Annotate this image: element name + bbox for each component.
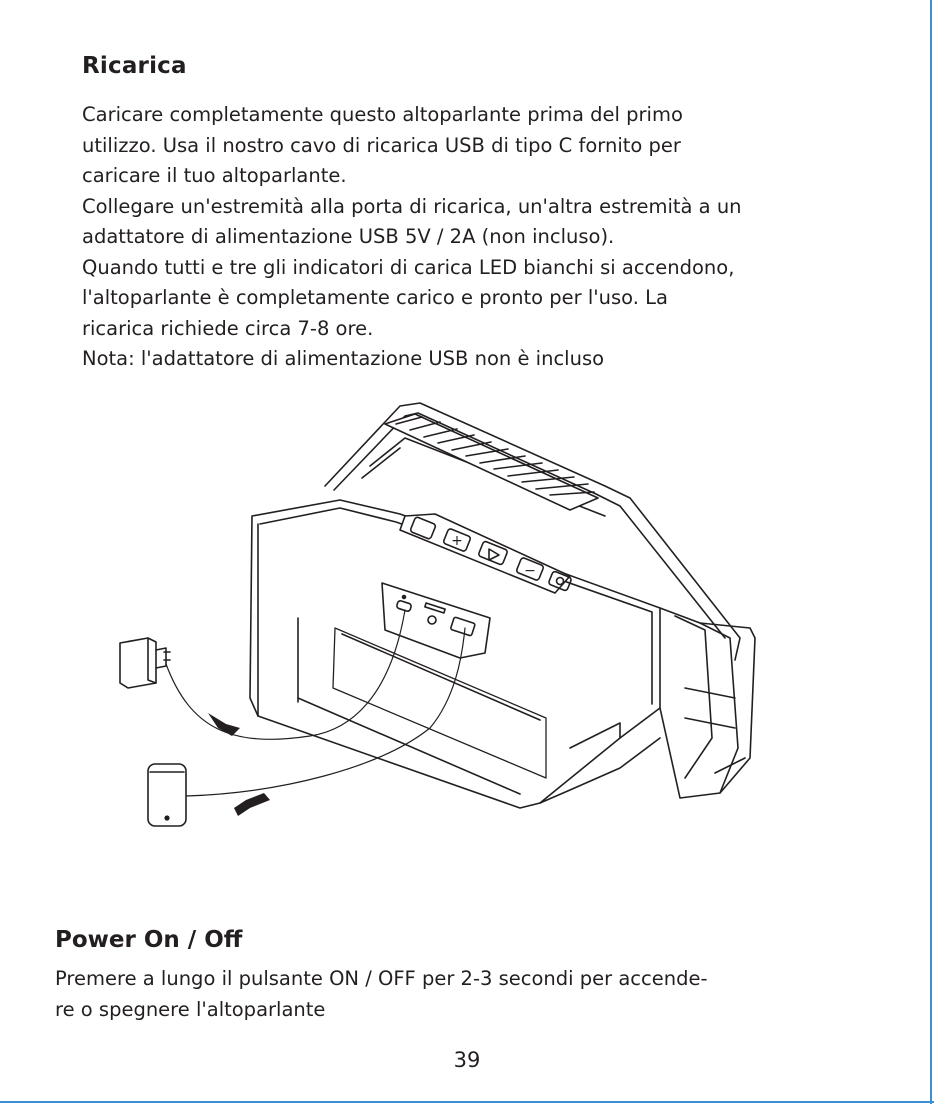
arrow-icons bbox=[208, 713, 270, 816]
power-adapter-icon bbox=[119, 637, 171, 689]
usb-a-port-icon bbox=[450, 616, 476, 637]
button-strip: + − bbox=[399, 513, 572, 594]
charging-illustration: + − bbox=[119, 402, 756, 827]
bluetooth-button-icon bbox=[409, 516, 437, 540]
play-icon bbox=[488, 548, 500, 561]
aux-port-icon bbox=[424, 602, 446, 614]
page-number: 39 bbox=[453, 1048, 481, 1072]
arrow-to-phone-icon bbox=[234, 793, 270, 816]
ricarica-paragraph: Caricare completamente questo altoparlan… bbox=[82, 100, 862, 375]
text-line: caricare il tuo altoparlante. bbox=[82, 164, 347, 187]
port-panel bbox=[381, 582, 491, 659]
volume-down-glyph: − bbox=[524, 563, 536, 579]
volume-down-button bbox=[515, 557, 545, 581]
play-button bbox=[478, 540, 508, 566]
text-line: Nota: l'adattatore di alimentazione USB … bbox=[82, 347, 605, 370]
usb-c-port-icon bbox=[396, 600, 412, 612]
smartphone-icon bbox=[147, 763, 187, 827]
text-line: utilizzo. Usa il nostro cavo di ricarica… bbox=[82, 133, 681, 157]
text-line: Caricare completamente questo altoparlan… bbox=[82, 103, 683, 126]
text-line: re o spegnere l'altoparlante bbox=[55, 997, 326, 1021]
power-button-icon bbox=[548, 570, 572, 592]
section-title-power: Power On / Off bbox=[55, 927, 243, 953]
text-line: l'altoparlante è completamente carico e … bbox=[82, 286, 668, 309]
charging-cables bbox=[165, 609, 466, 797]
volume-up-glyph: + bbox=[451, 533, 463, 549]
text-line: ricarica richiede circa 7-8 ore. bbox=[82, 316, 374, 340]
volume-up-button bbox=[442, 528, 472, 552]
text-line: Collegare un'estremità alla porta di ric… bbox=[82, 194, 742, 218]
page-edge-bottom bbox=[0, 1101, 934, 1103]
power-indicator-icon bbox=[427, 615, 437, 625]
section-title-ricarica: Ricarica bbox=[82, 53, 187, 79]
page-edge-right bbox=[930, 0, 932, 1104]
arrow-to-adapter-icon bbox=[208, 713, 240, 736]
text-line: Premere a lungo il pulsante ON / OFF per… bbox=[55, 967, 708, 990]
handle-grip bbox=[384, 413, 599, 511]
text-line: Quando tutti e tre gli indicatori di car… bbox=[82, 255, 735, 279]
power-paragraph: Premere a lungo il pulsante ON / OFF per… bbox=[55, 964, 708, 1025]
text-line: adattatore di alimentazione USB 5V / 2A … bbox=[82, 225, 615, 248]
